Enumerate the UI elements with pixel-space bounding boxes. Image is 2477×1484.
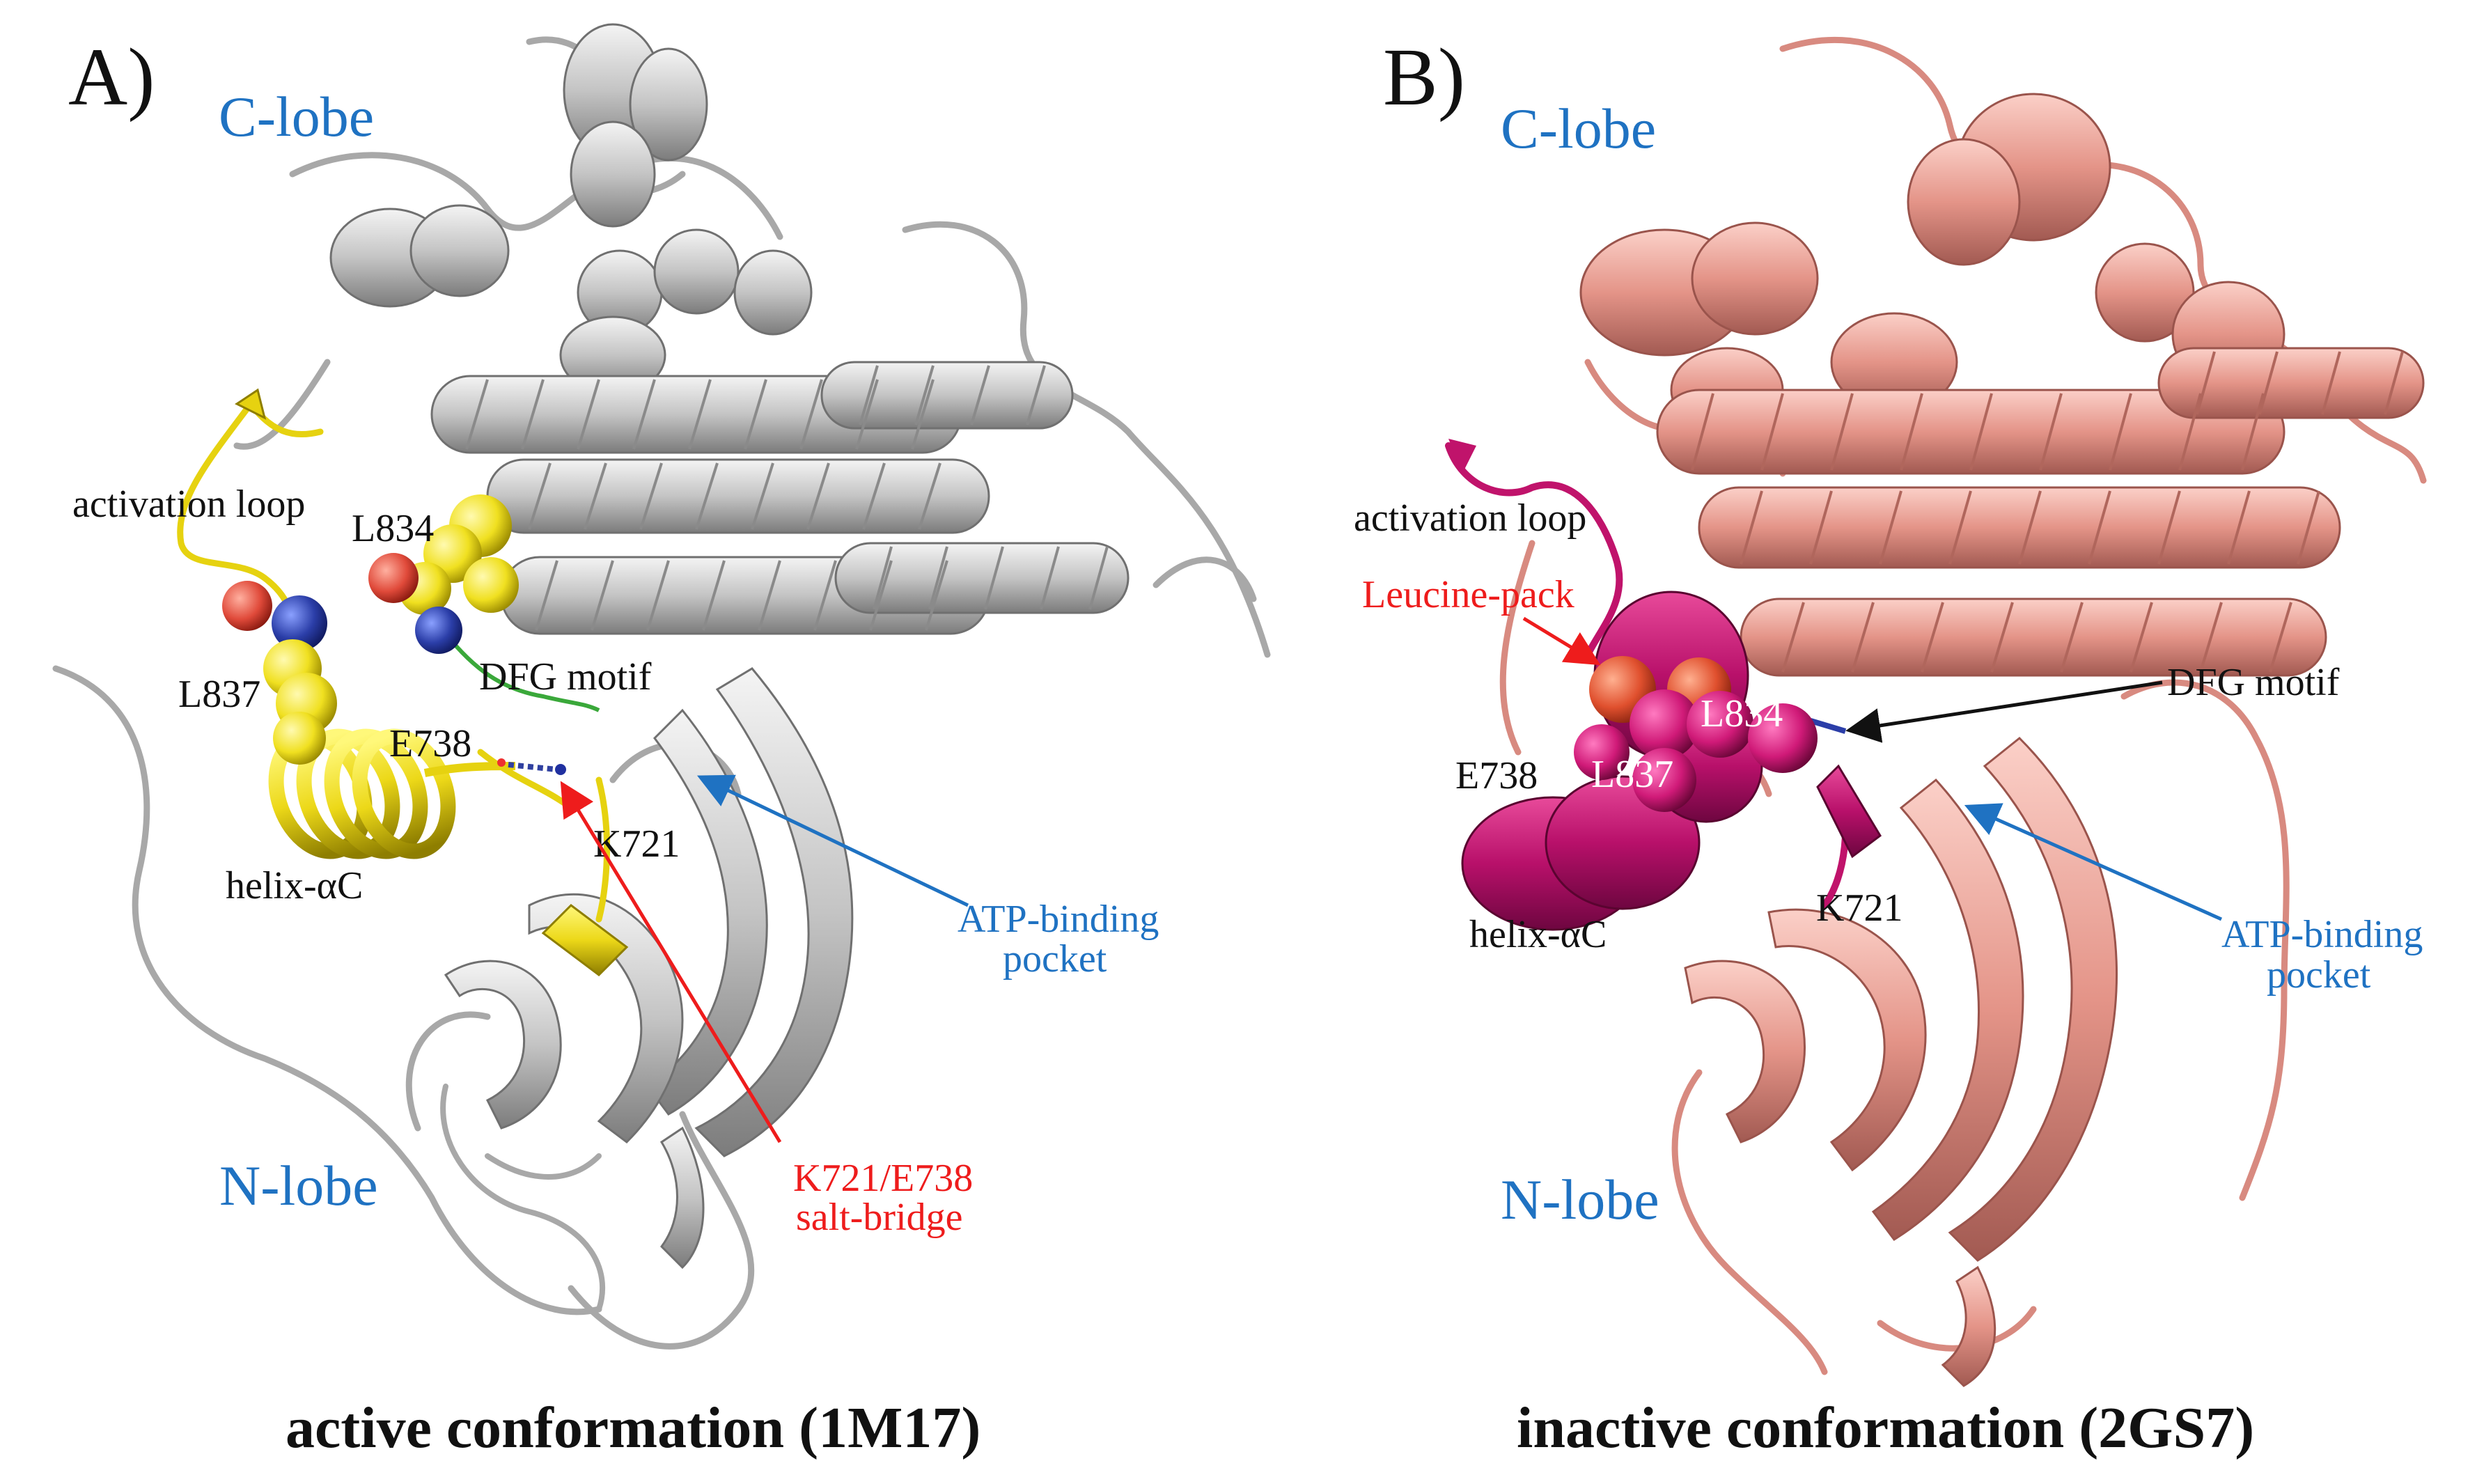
atp-label-line2-b: pocket [2267,953,2371,997]
panel-a-protein [52,23,1271,1350]
salt-bridge-arrow-a [560,781,782,1143]
atp-label-line1-b: ATP-binding [2221,913,2423,956]
spheres-l834-a [368,494,519,654]
activation-loop-label-b: activation loop [1354,497,1586,540]
panel-a-labels: A) C-lobe N-lobe activation loop L834 L8… [68,31,1159,1460]
atp-label-line2-a: pocket [1003,937,1107,981]
atp-label-line1-a: ATP-binding [958,898,1159,941]
dfg-stick-a [444,632,600,712]
e738-label-a: E738 [389,722,471,765]
helix-ac-label-a: helix-αC [226,864,363,907]
salt-bridge-label-line2-a: salt-bridge [796,1196,962,1239]
l837-label-a: L837 [178,673,260,716]
helix-ac-a [268,728,456,859]
dfg-motif-label-b: DFG motif [2167,661,2340,704]
c-lobe-label-a: C-lobe [219,85,374,148]
dfg-motif-label-a: DFG motif [479,655,652,698]
atp-arrow-a [696,774,969,907]
activation-loop-label-a: activation loop [72,483,305,526]
panel-b-protein [1445,36,2427,1387]
e738-label-b: E738 [1455,754,1538,797]
c-lobe-label-b: C-lobe [1501,97,1656,160]
panel-a-letter: A) [68,31,155,123]
panel-b-labels: B) C-lobe N-lobe activation loop Leucine… [1354,31,2423,1460]
n-lobe-label-b: N-lobe [1501,1168,1659,1231]
l837-label-b: L837 [1591,753,1673,796]
salt-bridge-a [497,758,566,775]
helix-ac-label-b: helix-αC [1469,913,1607,956]
leucine-pack-arrow-b [1522,616,1601,666]
salt-bridge-label-line1-a: K721/E738 [793,1157,973,1200]
panel-b-letter: B) [1383,31,1465,123]
caption-b: inactive conformation (2GS7) [1517,1396,2254,1460]
dfg-arrow-b [1845,680,2163,743]
dfg-stick-b [1809,718,1847,734]
k721-label-b: K721 [1816,887,1902,930]
spheres-leucine-pack-b [1574,656,1818,812]
spheres-l837-a [222,581,337,765]
l834-label-a: L834 [352,507,434,550]
l834-label-b: L834 [1701,692,1783,735]
caption-a: active conformation (1M17) [286,1396,980,1460]
atp-arrow-b [1964,803,2223,921]
n-lobe-label-a: N-lobe [219,1154,378,1217]
leucine-pack-label-b: Leucine-pack [1362,573,1575,616]
